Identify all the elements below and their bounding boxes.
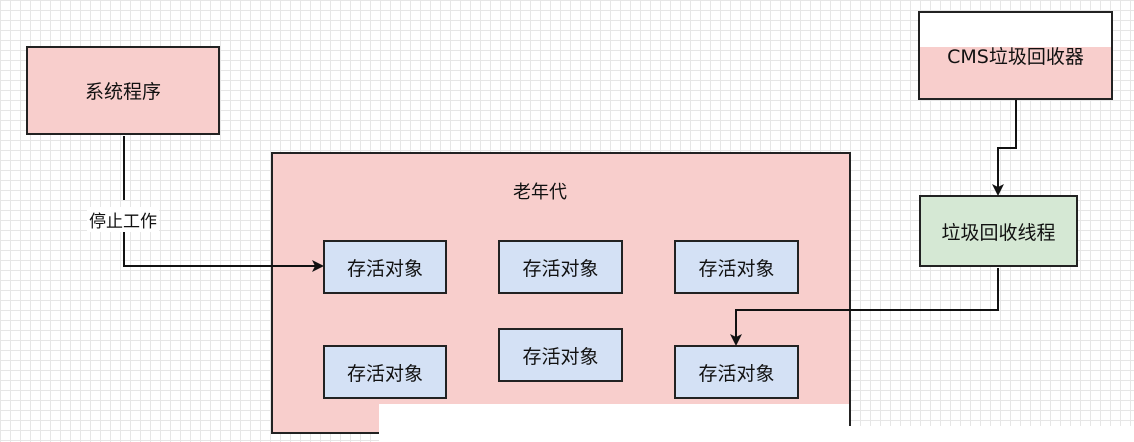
live-object-1: 存活对象	[323, 240, 447, 294]
live-object-2: 存活对象	[498, 240, 623, 294]
stop-work-label: 停止工作	[87, 207, 159, 232]
overlay-mask-bottom-right	[640, 426, 1134, 442]
live-object-4: 存活对象	[323, 345, 447, 399]
old-generation-label: 老年代	[513, 182, 567, 203]
live-object-3: 存活对象	[674, 240, 799, 294]
cms-to-thread-edge	[992, 100, 1017, 196]
cms-collector-node: CMS垃圾回收器	[918, 11, 1113, 100]
live-object-6: 存活对象	[674, 345, 799, 399]
system-program-node: 系统程序	[26, 46, 220, 135]
gc-thread-node: 垃圾回收线程	[919, 195, 1078, 267]
live-object-5: 存活对象	[498, 328, 623, 382]
